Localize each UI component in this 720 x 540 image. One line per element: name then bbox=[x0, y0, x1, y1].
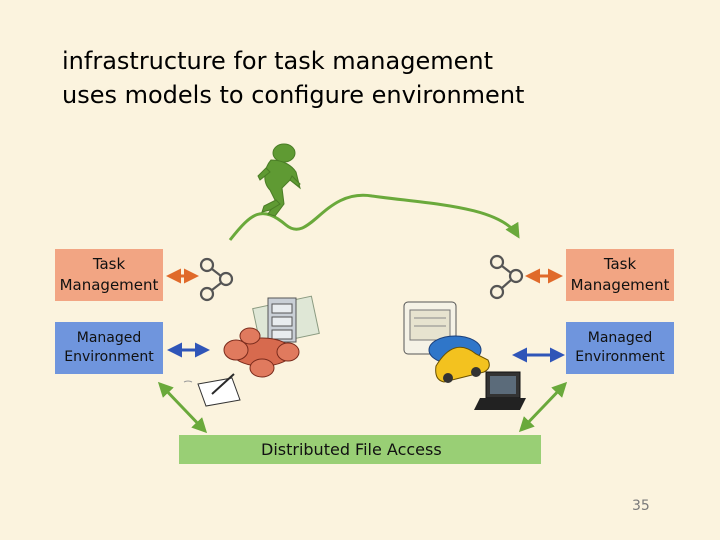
migration-path-arrow bbox=[228, 193, 520, 241]
title-line-2: uses models to configure environment bbox=[62, 81, 525, 109]
right-file-arrow bbox=[518, 381, 568, 433]
right-managed-environment-label: Managed Environment bbox=[575, 330, 665, 365]
desk-scene-icon bbox=[183, 295, 320, 407]
left-file-arrow bbox=[157, 381, 208, 434]
left-managed-environment-label: Managed Environment bbox=[64, 330, 154, 365]
page-number: 35 bbox=[632, 498, 650, 514]
office-devices-icon bbox=[403, 301, 526, 410]
connector-node-icon bbox=[199, 257, 234, 302]
title-line-1: infrastructure for task management bbox=[62, 47, 493, 75]
right-managed-environment-box: Managed Environment bbox=[566, 322, 674, 374]
connector-node-icon bbox=[489, 254, 524, 300]
walking-person-icon bbox=[257, 143, 301, 217]
distributed-file-access-box: Distributed File Access bbox=[179, 435, 541, 464]
left-task-management-box: Task Management bbox=[55, 249, 163, 301]
left-managed-environment-box: Managed Environment bbox=[55, 322, 163, 374]
distributed-file-access-label: Distributed File Access bbox=[261, 440, 442, 459]
right-task-management-label: Task Management bbox=[570, 255, 670, 294]
right-task-management-box: Task Management bbox=[566, 249, 674, 301]
left-task-management-label: Task Management bbox=[59, 255, 159, 294]
slide-title: infrastructure for task management uses … bbox=[62, 44, 524, 112]
